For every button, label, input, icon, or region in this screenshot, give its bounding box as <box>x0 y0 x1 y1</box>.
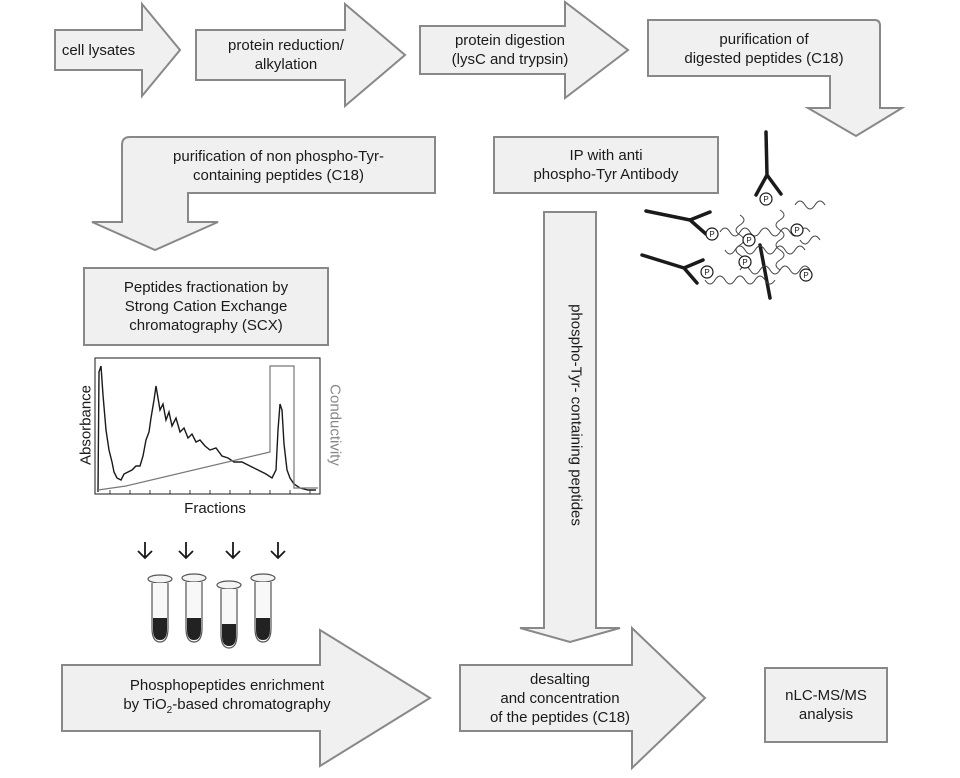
label-cell-lysates: cell lysates <box>61 41 136 59</box>
tube-2 <box>181 573 207 643</box>
peptide-5 <box>775 209 785 271</box>
label-ip-anti-phospho: IP with anti phospho-Tyr Antibody <box>533 147 679 183</box>
absorbance-trace <box>97 365 316 493</box>
chromatogram-frame <box>94 357 321 495</box>
phospho-site-3 <box>700 265 714 279</box>
conductivity-gradient <box>97 365 318 491</box>
label-scx: Peptides fractionation by Strong Cation … <box>123 279 289 334</box>
label-phospho-tyr-containing: phospho-Tyr- containing peptides <box>567 304 585 526</box>
arrow-desalting <box>459 625 707 771</box>
antibody-top <box>754 130 783 197</box>
fraction-arrows <box>137 542 286 560</box>
box-scx <box>83 267 329 346</box>
arrow-tio2 <box>61 628 432 768</box>
phospho-site-2 <box>705 227 719 241</box>
phospho-site-1 <box>759 192 773 206</box>
phospho-p-5: P <box>794 226 799 235</box>
tube-1 <box>147 574 173 643</box>
label-protein-digestion: protein digestion (lysC and trypsin) <box>451 32 569 68</box>
antibody-right <box>758 243 772 300</box>
label-nlc: nLC-MS/MS analysis <box>785 687 867 723</box>
label-purification-non-phospho: purification of non phospho-Tyr- contain… <box>173 148 384 184</box>
x-ticks <box>109 490 311 494</box>
fraction-arrow-2 <box>178 542 194 560</box>
peptide-3 <box>739 265 811 275</box>
phospho-p-1: P <box>763 195 768 204</box>
label-protein-reduction: protein reduction/ alkylation <box>228 37 344 73</box>
arrow-purification-digested <box>647 19 906 138</box>
arrow-protein-digestion <box>419 0 630 101</box>
label-tio2: Phosphopeptides enrichment by TiO2-based… <box>62 665 392 731</box>
box-nlc <box>764 667 888 743</box>
arrow-protein-reduction <box>195 1 407 109</box>
phospho-p-3: P <box>704 268 709 277</box>
phospho-site-5 <box>790 223 804 237</box>
chromatogram <box>94 357 321 495</box>
tube-3 <box>216 580 242 649</box>
phospho-site-4 <box>742 233 756 247</box>
arrow-purification-non-phospho <box>91 136 436 252</box>
chart-y2label: Conductivity <box>326 384 344 466</box>
chart-ylabel: Absorbance <box>77 384 95 466</box>
peptide-4 <box>704 275 776 285</box>
phospho-site-6 <box>799 268 813 282</box>
phospho-p-2: P <box>709 230 714 239</box>
tube-4 <box>250 573 276 643</box>
chart-xlabel: Fractions <box>184 500 246 517</box>
antibody-lower <box>640 253 705 285</box>
label-purification-digested: purification of digested peptides (C18) <box>684 31 844 67</box>
box-ip <box>493 136 719 194</box>
fraction-arrow-4 <box>270 542 286 560</box>
arrow-phospho-tyr-down <box>519 211 621 644</box>
peptide-7 <box>794 200 826 245</box>
antibody-illustration: P P P P P P P <box>640 130 826 300</box>
phospho-p-4: P <box>746 236 751 245</box>
tubes <box>147 573 276 649</box>
phospho-p-7: P <box>742 258 747 267</box>
label-tio2-line2: by TiO2-based chromatography <box>123 696 331 716</box>
antibody-left <box>644 209 712 236</box>
fraction-arrow-3 <box>225 542 241 560</box>
arrow-cell-lysates <box>54 1 182 99</box>
phospho-site-7 <box>738 255 752 269</box>
label-desalting: desalting and concentration of the pepti… <box>489 670 631 726</box>
fraction-arrow-1 <box>137 542 153 560</box>
phospho-p-6: P <box>803 271 808 280</box>
